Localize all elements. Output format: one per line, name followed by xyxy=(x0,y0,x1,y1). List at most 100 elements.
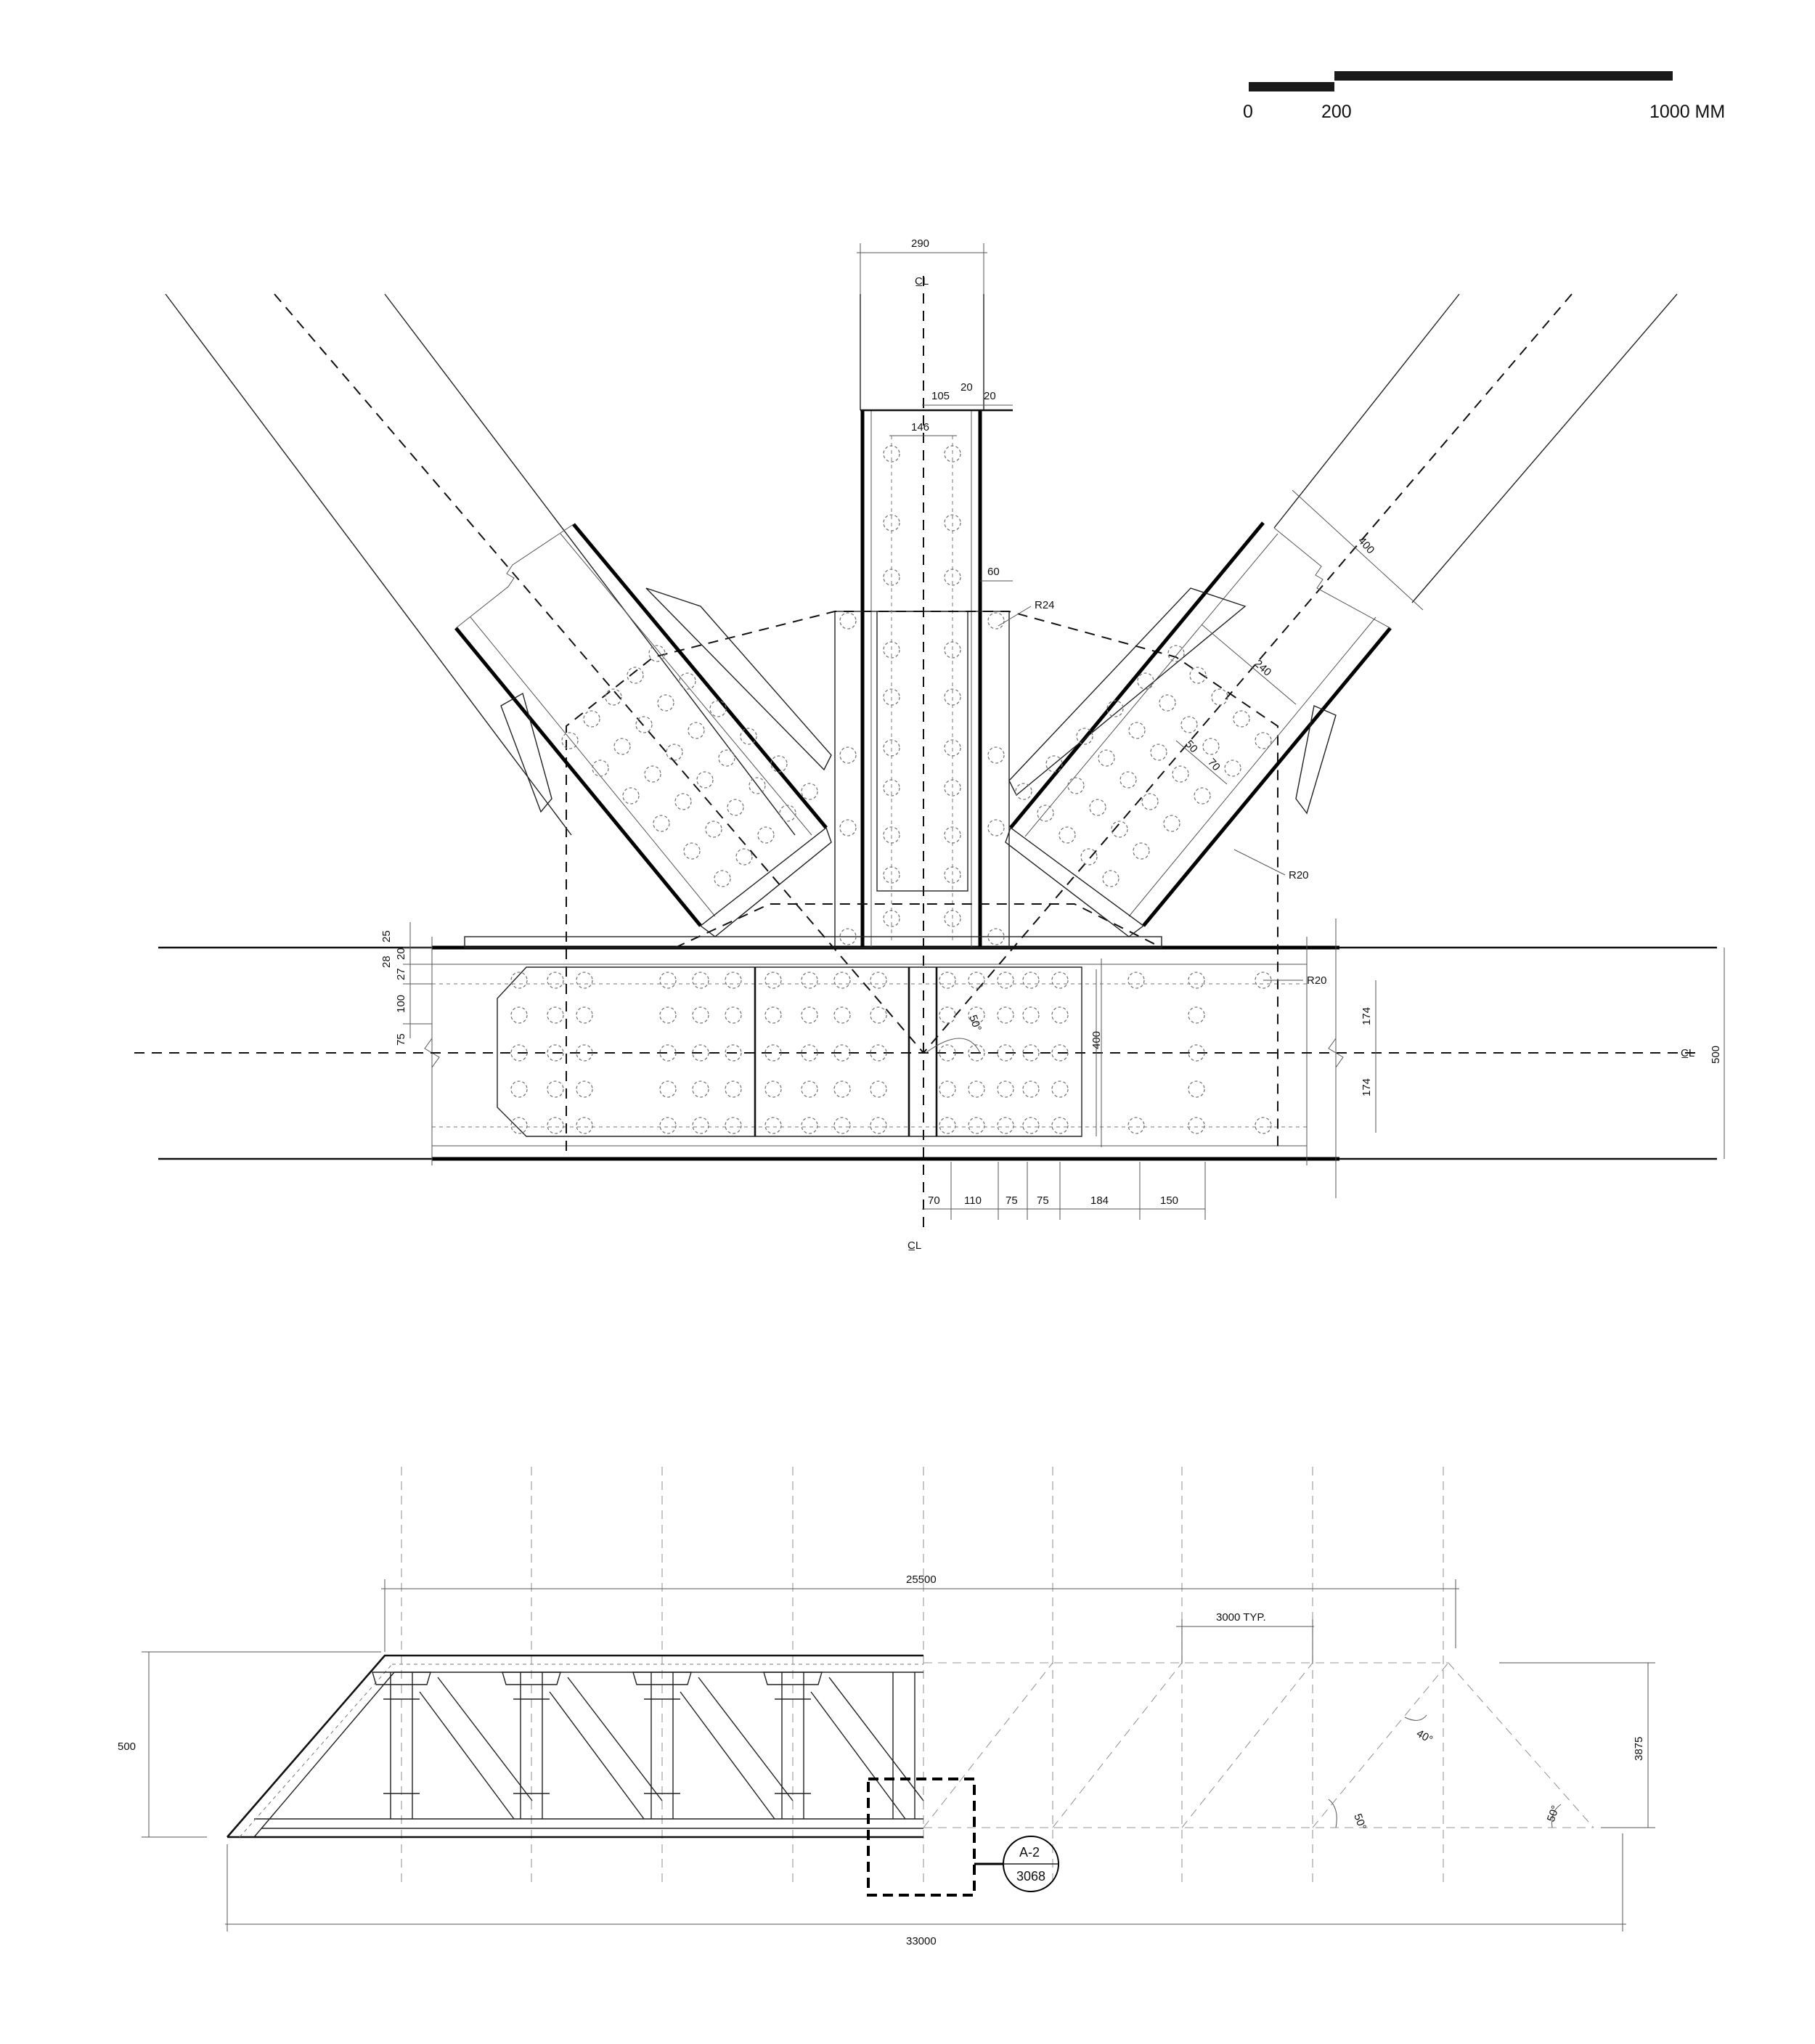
dim-truss-25500: 25500 xyxy=(906,1573,937,1586)
bolt xyxy=(997,1117,1014,1134)
radius-r20-lower: R20 xyxy=(1307,974,1327,987)
bolt xyxy=(1106,700,1124,717)
dim-stack-27: 27 xyxy=(395,968,407,980)
truss-right-half xyxy=(923,1662,1594,1828)
bolt xyxy=(1224,760,1241,777)
dim-stack-100: 100 xyxy=(395,995,407,1013)
bolt xyxy=(883,779,900,797)
bolt xyxy=(883,910,900,927)
bolt xyxy=(659,1044,677,1062)
bolt xyxy=(696,771,714,789)
bolt xyxy=(547,1006,564,1024)
bolt xyxy=(883,445,900,463)
bolt xyxy=(1045,755,1063,773)
bolt xyxy=(1119,771,1137,789)
bolt xyxy=(801,1080,818,1098)
bolt xyxy=(839,612,857,630)
radius-r20-upper: R20 xyxy=(1289,869,1309,881)
bolt xyxy=(1022,1006,1040,1024)
detail-callout: A-2 3068 xyxy=(867,1778,1059,1897)
truss-member xyxy=(567,1677,663,1801)
bolt xyxy=(1051,1044,1069,1062)
bolt xyxy=(613,738,631,755)
bolt xyxy=(653,815,670,832)
bolt xyxy=(870,1044,887,1062)
bolt xyxy=(839,746,857,764)
bolt xyxy=(997,1044,1014,1062)
bolt xyxy=(987,612,1005,630)
bolt xyxy=(839,819,857,836)
bolt xyxy=(510,972,528,989)
bolt xyxy=(644,765,661,783)
bolt xyxy=(725,1117,742,1134)
bolt xyxy=(944,866,961,884)
bolt xyxy=(764,1044,782,1062)
bolt xyxy=(749,777,766,794)
dim-truss-33000: 33000 xyxy=(906,1935,937,1947)
bolt xyxy=(801,1044,818,1062)
bolt xyxy=(870,1080,887,1098)
bolt xyxy=(764,972,782,989)
bolt xyxy=(666,744,683,761)
dim-stack-75: 75 xyxy=(395,1033,407,1046)
bolt xyxy=(944,826,961,844)
bolt xyxy=(997,1080,1014,1098)
centerline-mark-right: C̲L xyxy=(1681,1047,1694,1059)
scale-label-0: 0 xyxy=(1243,102,1253,122)
bottom-chord xyxy=(134,919,1717,1198)
bolt xyxy=(1188,1044,1205,1062)
dim-bottom-75a: 75 xyxy=(1006,1194,1018,1207)
bolt xyxy=(1172,765,1189,783)
angle-40: 40° xyxy=(1414,1727,1435,1746)
bolt xyxy=(1255,732,1272,749)
bolt xyxy=(692,1006,709,1024)
bolt xyxy=(1163,815,1180,832)
bolt xyxy=(833,1006,851,1024)
dim-bottom-75b: 75 xyxy=(1037,1194,1049,1207)
bolt xyxy=(659,972,677,989)
bolt xyxy=(735,848,753,866)
gusset-plate-outline xyxy=(566,611,1278,1151)
bolt xyxy=(764,1117,782,1134)
bolt xyxy=(561,732,579,749)
bolt xyxy=(997,972,1014,989)
truss-member xyxy=(810,1691,906,1820)
bolt xyxy=(883,866,900,884)
bolt xyxy=(1189,667,1207,684)
vertical-post xyxy=(834,276,1013,1234)
bolt xyxy=(870,1006,887,1024)
bolt xyxy=(883,826,900,844)
bolt xyxy=(968,1044,985,1062)
bolt xyxy=(1180,716,1198,733)
bolt xyxy=(883,688,900,706)
dim-diag-400: 400 xyxy=(1355,534,1376,556)
dim-174-lower: 174 xyxy=(1361,1078,1373,1096)
bolt xyxy=(1022,1044,1040,1062)
bolt xyxy=(883,641,900,659)
bolt xyxy=(779,805,796,822)
bolt xyxy=(1188,1117,1205,1134)
bolt xyxy=(576,1080,593,1098)
bolt xyxy=(1051,1080,1069,1098)
bolt xyxy=(968,972,985,989)
bolt xyxy=(944,641,961,659)
truss-member xyxy=(698,1677,794,1801)
angle-50-truss-b: 50° xyxy=(1545,1804,1562,1823)
dim-truss-depth-right: 3875 xyxy=(1633,1737,1645,1761)
bolt xyxy=(592,760,609,777)
centerline-mark-bottom: C̲L xyxy=(908,1239,921,1252)
bolt xyxy=(939,1006,956,1024)
bolt xyxy=(709,700,727,717)
angle-50-detail: 50° xyxy=(966,1014,984,1033)
dim-bottom-110: 110 xyxy=(964,1194,982,1207)
bolt xyxy=(674,793,692,810)
bolt xyxy=(839,928,857,945)
lower-gusset-outline xyxy=(674,903,1162,948)
bolt xyxy=(801,1006,818,1024)
bolt xyxy=(944,739,961,757)
scale-label-1000: 1000 MM xyxy=(1649,102,1725,122)
dim-post-width: 290 xyxy=(911,237,929,250)
dim-stack-20: 20 xyxy=(395,948,407,960)
truss-gusset xyxy=(763,1672,823,1685)
